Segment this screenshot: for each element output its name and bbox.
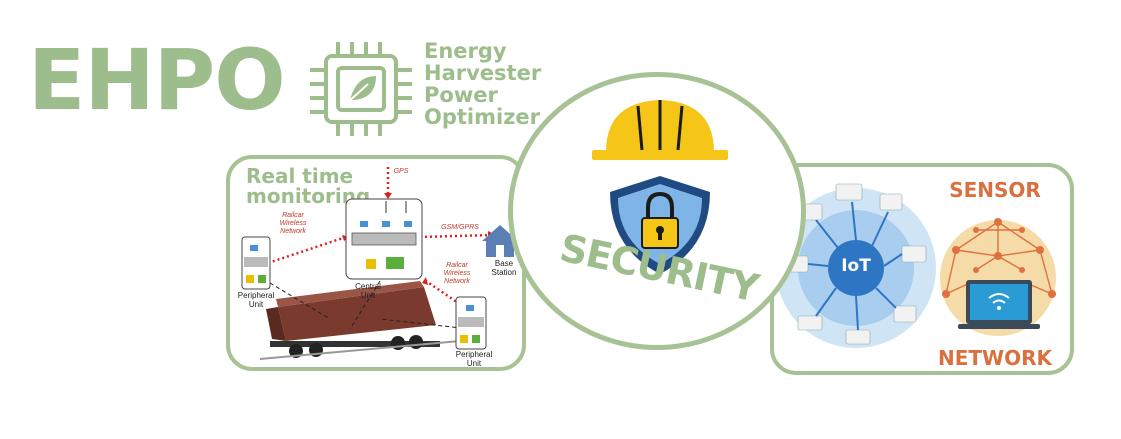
railcar-network-label-left: Railcar Wireless Network xyxy=(270,212,316,236)
monitoring-diagram xyxy=(241,167,518,360)
logo-subtitle-line: Harvester xyxy=(424,61,542,85)
peripheral-unit-label-left: Peripheral Unit xyxy=(232,291,280,309)
peripheral-unit-label-right: Peripheral Unit xyxy=(450,350,498,368)
monitoring-title-line: monitoring xyxy=(246,184,371,208)
hard-hat-icon xyxy=(592,100,728,160)
logo-subtitle: Energy Harvester Power Optimizer xyxy=(424,40,541,128)
base-station-icon xyxy=(482,225,518,257)
logo-subtitle-line: Optimizer xyxy=(424,105,541,129)
security-graphics xyxy=(592,100,728,274)
chip-icon xyxy=(310,42,412,136)
label-line: Unit xyxy=(466,359,482,368)
label-line: Network xyxy=(444,278,470,285)
iot-center-label: IoT xyxy=(841,256,871,276)
label-line: Unit xyxy=(248,300,264,309)
network-title: NETWORK xyxy=(937,346,1052,370)
label-line: Central xyxy=(355,282,381,291)
label-line: Station xyxy=(491,268,517,277)
label-line: Railcar xyxy=(282,212,304,219)
label-line: Base xyxy=(494,259,514,268)
railcar-illustration xyxy=(259,281,461,360)
label-line: Network xyxy=(280,228,306,235)
shield-lock-icon xyxy=(610,176,710,274)
label-line: Peripheral xyxy=(237,291,275,300)
label-line: Wireless xyxy=(443,270,471,277)
gps-label: GPS xyxy=(393,168,409,175)
label-line: Railcar xyxy=(446,262,468,269)
logo-acronym: EHPO xyxy=(28,31,286,129)
iot-diagram xyxy=(776,183,1056,348)
iot-gear-icon xyxy=(776,183,936,348)
central-unit-label: Central Unit xyxy=(348,282,388,300)
railcar-network-label-right: Railcar Wireless Network xyxy=(434,262,480,286)
logo-subtitle-line: Energy xyxy=(424,39,507,63)
sensor-network-icon xyxy=(940,218,1056,336)
monitoring-title-line: Real time xyxy=(246,164,354,188)
gsm-label: GSM/GPRS xyxy=(441,224,479,231)
logo-subtitle-line: Power xyxy=(424,83,498,107)
base-station-label: Base Station xyxy=(484,259,524,277)
label-line: Wireless xyxy=(279,220,307,227)
wifi-icon xyxy=(988,293,1010,304)
sensor-title: SENSOR xyxy=(949,178,1041,202)
monitoring-title: Real time monitoring xyxy=(246,166,370,206)
label-line: Unit xyxy=(360,291,376,300)
label-line: Peripheral xyxy=(455,350,493,359)
